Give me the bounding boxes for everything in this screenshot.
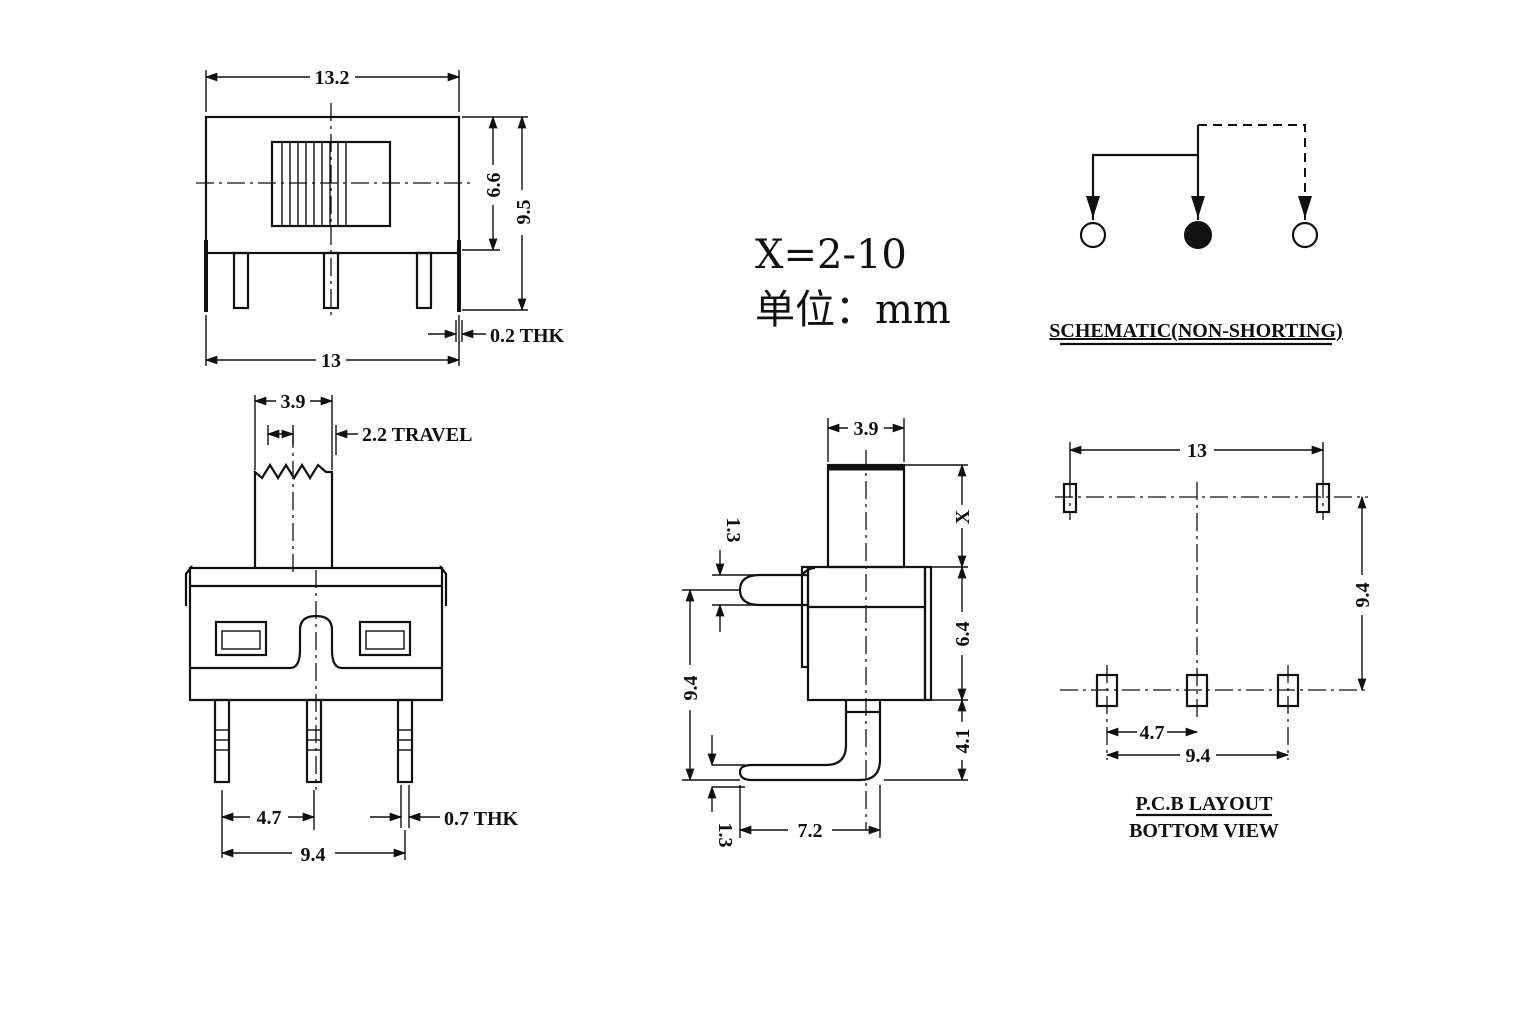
dim-13-2: 13.2 [315, 67, 350, 89]
actuator-ridges [281, 142, 347, 226]
profile-view: X 6.4 4.1 3.9 1.3 9.4 1.3 7 [680, 418, 974, 848]
dim-4-7: 4.7 [257, 807, 282, 829]
side-window-right [358, 620, 412, 657]
pcb-dim-9-4-v: 9.4 [1352, 583, 1374, 608]
terminal-right [1291, 221, 1319, 249]
dim-9-5: 9.5 [513, 200, 535, 225]
front-pin-3 [415, 251, 433, 310]
dim-profile-3-9: 3.9 [854, 418, 879, 440]
side-window-left [214, 620, 268, 657]
pcb-dim-9-4-h: 9.4 [1186, 745, 1211, 767]
dim-13: 13 [321, 350, 341, 372]
dim-6-6: 6.6 [483, 173, 505, 198]
profile-pin [738, 700, 882, 782]
dim-1-3-bottom: 1.3 [714, 823, 736, 848]
parameters: X=2-10 单位：mm [755, 232, 951, 333]
profile-tab [738, 573, 808, 607]
dim-x: X [952, 509, 974, 524]
dim-9-4-profile: 9.4 [680, 676, 702, 701]
pcb-subtitle: BOTTOM VIEW [1129, 820, 1279, 842]
side-view: 3.9 2.2 TRAVEL 4.7 [184, 391, 519, 866]
pcb-pad-2 [1185, 673, 1209, 708]
dim-0-2-thk: 0.2 THK [490, 325, 565, 347]
unit-label: 单位：mm [755, 287, 951, 333]
terminal-common [1184, 221, 1212, 249]
schematic: SCHEMATIC(NON-SHORTING) [1049, 124, 1343, 346]
dim-7-2: 7.2 [798, 820, 823, 842]
terminal-left [1079, 221, 1107, 249]
side-pins [213, 698, 414, 784]
pcb-dim-13: 13 [1187, 440, 1207, 462]
dim-1-3-top: 1.3 [722, 518, 744, 543]
front-pin-2 [322, 251, 340, 310]
pcb-dim-4-7: 4.7 [1140, 722, 1165, 744]
front-view: 13.2 13 6.6 9.5 0.2 THK [196, 67, 565, 372]
dim-6-4: 6.4 [952, 622, 974, 647]
dim-2-2-travel: 2.2 TRAVEL [362, 424, 472, 446]
front-body [204, 115, 461, 255]
side-actuator [253, 462, 334, 568]
schematic-title: SCHEMATIC(NON-SHORTING) [1049, 320, 1342, 342]
dim-4-1: 4.1 [952, 729, 974, 754]
front-pin-1 [232, 251, 250, 310]
dim-3-9: 3.9 [281, 391, 306, 413]
pcb-layout: 13 9.4 4.7 9.4 P.C.B LAYOUT BOTTOM VIEW [1055, 440, 1374, 842]
x-range-label: X=2-10 [755, 232, 907, 278]
pcb-pad-tab-right [1315, 482, 1331, 514]
pcb-title: P.C.B LAYOUT [1136, 793, 1274, 815]
dim-9-4: 9.4 [301, 844, 326, 866]
pcb-pad-tab-left [1062, 482, 1078, 514]
dim-0-7-thk: 0.7 THK [444, 808, 519, 830]
